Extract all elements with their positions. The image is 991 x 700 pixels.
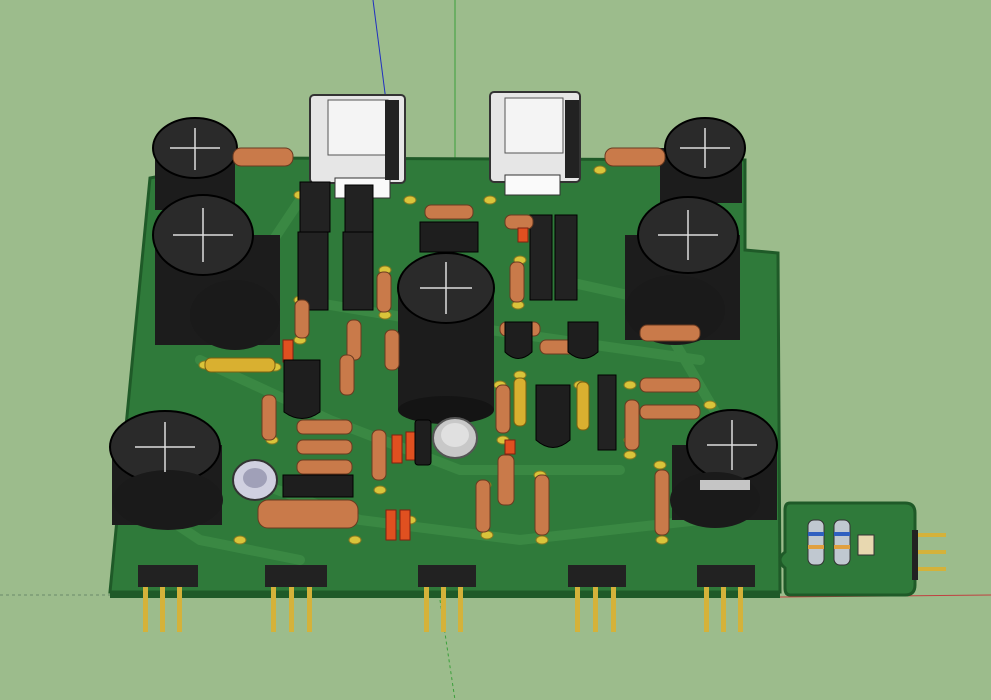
small-transistors	[282, 221, 599, 498]
capacitor-center	[397, 252, 495, 424]
capacitor-bottom-left	[109, 410, 223, 530]
pin-header-2	[265, 565, 327, 632]
capacitor-top-right	[660, 117, 746, 203]
pin-header-1	[138, 565, 198, 632]
pin-header-5	[697, 565, 755, 632]
pin-header-side	[912, 530, 946, 580]
capacitor-mid-left	[152, 194, 280, 350]
yellow-capacitors	[204, 357, 590, 431]
pin-headers	[138, 530, 946, 632]
pin-header-3	[418, 565, 476, 632]
capacitor-mid-right	[625, 196, 740, 345]
heatsink-left	[309, 94, 406, 199]
axis-line-green-lower	[439, 599, 456, 700]
capacitor-top-left	[152, 117, 238, 210]
resistors	[232, 147, 701, 536]
capacitor-bottom-right	[670, 409, 778, 528]
heatsink-right	[489, 91, 581, 196]
power-transistors	[297, 181, 617, 451]
small-board-components	[807, 519, 875, 566]
trimmer-potentiometer	[232, 459, 278, 501]
pin-header-4	[568, 565, 626, 632]
metal-can-transistor	[432, 417, 478, 459]
